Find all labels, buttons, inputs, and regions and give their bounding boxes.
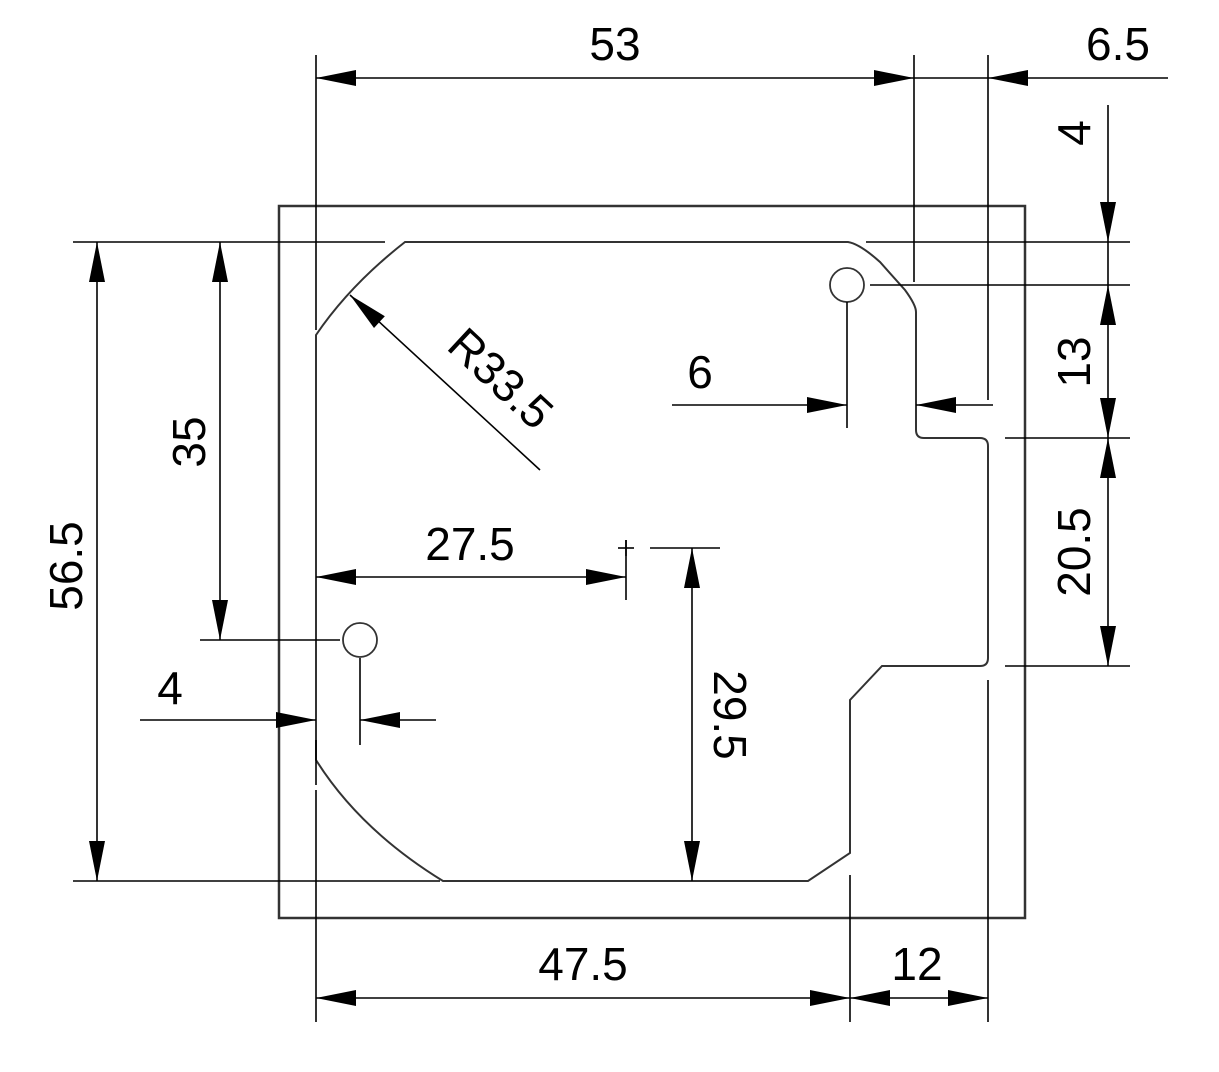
dim-29-5: 29.5 [704,670,756,760]
dim-6-5: 6.5 [1086,18,1150,70]
arrowhead [988,70,1028,86]
arrowhead [1100,626,1116,666]
dim-13: 13 [1048,336,1100,387]
part-outline [315,241,989,882]
dim-56-5: 56.5 [40,521,92,611]
arrowhead [807,397,847,413]
arrowhead [684,548,700,588]
mounting-hole-top-right [829,267,865,303]
arrowhead [586,569,626,585]
arrowhead [316,990,356,1006]
arrowhead [948,990,988,1006]
arrowhead [684,841,700,881]
arrowhead [316,70,356,86]
dim-27-5: 27.5 [425,518,515,570]
arrowhead [1100,285,1116,325]
dim-35: 35 [163,416,215,467]
mounting-hole-bottom-left [342,622,378,658]
arrowhead [360,712,400,728]
arrowhead [810,990,850,1006]
arrowhead [1100,202,1116,242]
arrowhead [1100,438,1116,478]
dim-4-left: 4 [157,662,183,714]
radius-leader [349,294,541,471]
dimension-lines [73,55,1168,1022]
arrowhead [1100,398,1116,438]
dim-53: 53 [589,18,640,70]
dimension-arrows [89,70,1116,1006]
arrowhead [350,295,385,328]
arrowhead [212,600,228,640]
arrowhead [850,990,890,1006]
arrowhead [874,70,914,86]
dim-47-5: 47.5 [538,938,628,990]
dim-4-right: 4 [1048,120,1100,146]
arrowhead [316,569,356,585]
arrowhead [89,841,105,881]
arrowhead [916,397,956,413]
dim-12: 12 [891,938,942,990]
outer-frame [277,204,1027,920]
dim-radius: R33.5 [438,317,563,439]
dim-6: 6 [687,346,713,398]
arrowhead [276,712,316,728]
arrowhead [89,242,105,282]
dim-20-5: 20.5 [1048,507,1100,597]
arrowhead [212,242,228,282]
